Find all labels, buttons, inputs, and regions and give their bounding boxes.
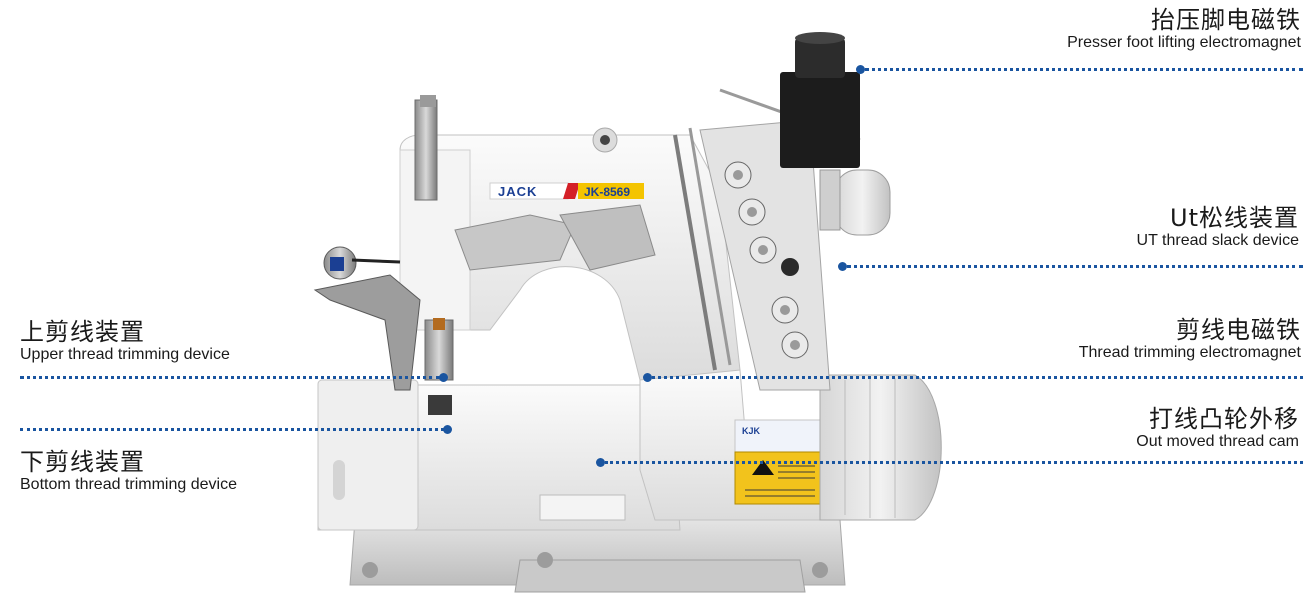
ut-slack-marker	[838, 262, 847, 271]
motor-brand-label: KJK	[742, 426, 761, 436]
callout-ut-slack-en: UT thread slack device	[1136, 232, 1299, 249]
callout-upper-trim: 上剪线装置 Upper thread trimming device	[20, 318, 230, 364]
callout-thread-cam-en: Out moved thread cam	[1136, 433, 1299, 450]
callout-trim-magnet-cn: 剪线电磁铁	[1176, 316, 1301, 344]
callout-upper-trim-cn: 上剪线装置	[20, 318, 145, 346]
bottom-trim-leader	[20, 428, 444, 431]
presser-foot-leader	[865, 68, 1303, 71]
brand-label: JACK	[498, 184, 537, 199]
trim-magnet-marker	[643, 373, 652, 382]
upper-trim-leader	[20, 376, 440, 379]
presser-foot-marker	[856, 65, 865, 74]
callout-upper-trim-en: Upper thread trimming device	[20, 346, 230, 363]
callout-presser-foot: 抬压脚电磁铁 Presser foot lifting electromagne…	[1067, 6, 1301, 52]
callout-trim-magnet: 剪线电磁铁 Thread trimming electromagnet	[1079, 316, 1301, 362]
ut-slack-leader	[847, 265, 1303, 268]
callout-presser-foot-cn: 抬压脚电磁铁	[1151, 6, 1301, 34]
thread-cam-marker	[596, 458, 605, 467]
trim-magnet-leader	[652, 376, 1303, 379]
callout-ut-slack: Ut松线装置 UT thread slack device	[1137, 204, 1299, 250]
callout-ut-slack-cn: Ut松线装置	[1170, 204, 1299, 232]
upper-trim-marker	[439, 373, 448, 382]
callout-thread-cam: 打线凸轮外移 Out moved thread cam	[1136, 405, 1299, 451]
callout-trim-magnet-en: Thread trimming electromagnet	[1078, 344, 1301, 361]
thread-cam-leader	[605, 461, 1303, 464]
bottom-trim-marker	[443, 425, 452, 434]
callout-presser-foot-en: Presser foot lifting electromagnet	[1067, 34, 1301, 51]
callout-bottom-trim: 下剪线装置 Bottom thread trimming device	[20, 448, 237, 494]
callout-bottom-trim-cn: 下剪线装置	[20, 448, 145, 476]
callout-bottom-trim-en: Bottom thread trimming device	[20, 476, 237, 493]
callout-thread-cam-cn: 打线凸轮外移	[1149, 405, 1299, 433]
model-label: JK-8569	[584, 185, 630, 199]
